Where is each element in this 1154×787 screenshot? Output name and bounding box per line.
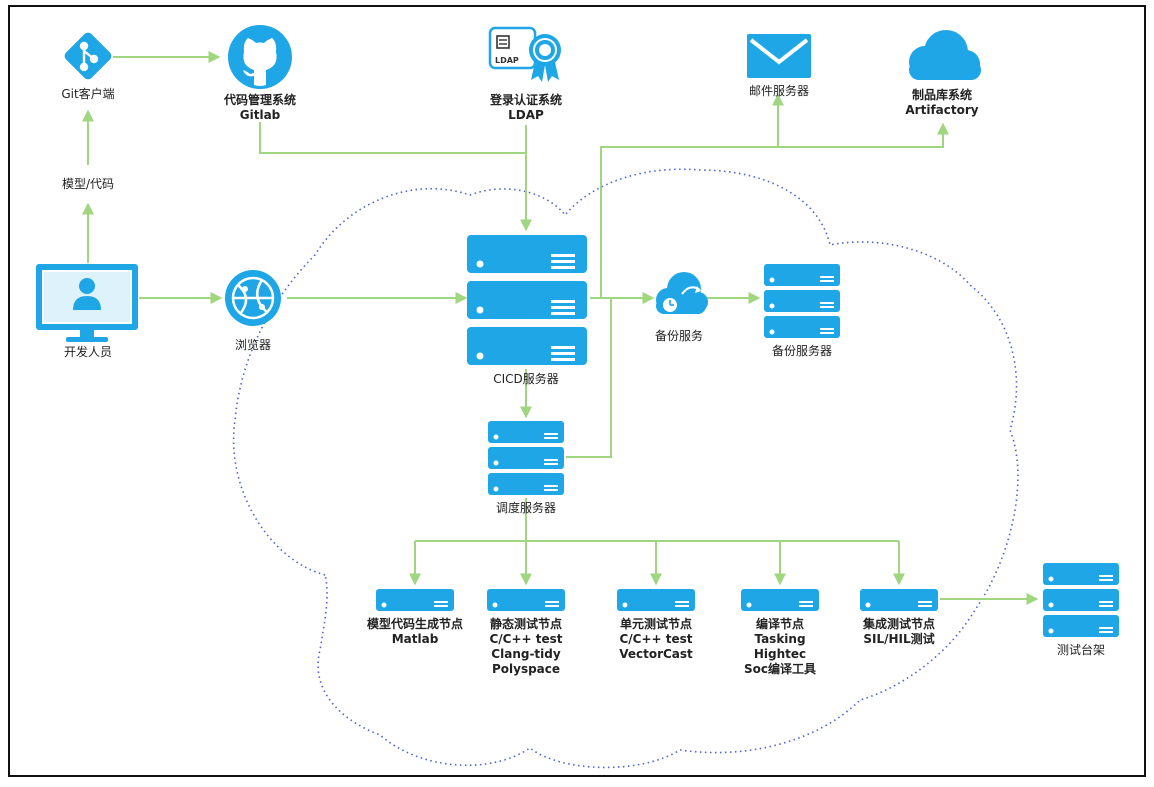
cicd-to-notify-line xyxy=(600,146,778,297)
server-stack-icon xyxy=(488,421,564,495)
node-label-1: 模型代码生成节点 Matlab xyxy=(366,617,463,646)
node-label-3: 单元测试节点 C/C++ test VectorCast xyxy=(619,617,693,661)
server-stack-icon xyxy=(1043,563,1119,637)
github-octocat-icon xyxy=(228,25,292,89)
scheduler-label: 调度服务器 xyxy=(495,501,556,515)
envelope-icon xyxy=(747,34,811,78)
node-server-icon xyxy=(617,589,695,611)
cloud-icon xyxy=(909,30,981,80)
browser-label: 浏览器 xyxy=(234,338,271,352)
cloud-boundary xyxy=(232,168,1019,769)
node-label-2: 静态测试节点 C/C++ test Clang-tidy Polyspace xyxy=(489,617,563,676)
git-client-label: Git客户端 xyxy=(61,87,115,101)
node-label-4: 编译节点 Tasking Hightec Soc编译工具 xyxy=(743,617,816,676)
ldap-certificate-icon: LDAP xyxy=(488,26,561,82)
node-server-icon xyxy=(741,589,819,611)
server-stack-icon xyxy=(467,235,587,365)
scheduler-to-backup-line xyxy=(566,298,612,458)
gitlab-link xyxy=(259,122,526,154)
ldap-label: 登录认证系统 LDAP xyxy=(489,93,562,122)
developer-label: 开发人员 xyxy=(63,345,112,359)
model-code-label: 模型/代码 xyxy=(61,177,115,191)
server-stack-icon xyxy=(764,264,840,338)
test-bench-label: 测试台架 xyxy=(1056,643,1105,657)
connectors xyxy=(82,51,1039,605)
cloud-backup-icon xyxy=(656,272,708,314)
to-artifactory-arrow xyxy=(778,122,949,148)
node-server-icon xyxy=(487,589,565,611)
mail-label: 邮件服务器 xyxy=(748,84,809,98)
gitlab-label: 代码管理系统 Gitlab xyxy=(223,93,296,122)
outer-border xyxy=(8,5,1146,777)
monitor-user-icon xyxy=(36,264,138,342)
node-server-icon xyxy=(860,589,938,611)
browser-globe-icon xyxy=(225,270,281,326)
ldap-icon-text: LDAP xyxy=(495,56,519,65)
node-server-icon xyxy=(376,589,454,611)
node-label-5: 集成测试节点 SIL/HIL测试 xyxy=(862,617,935,646)
backup-server-label: 备份服务器 xyxy=(771,344,832,358)
backup-service-label: 备份服务 xyxy=(654,329,703,343)
git-diamond-icon xyxy=(64,32,112,80)
artifactory-label: 制品库系统 Artifactory xyxy=(905,88,979,117)
cicd-label: CICD服务器 xyxy=(493,372,559,386)
